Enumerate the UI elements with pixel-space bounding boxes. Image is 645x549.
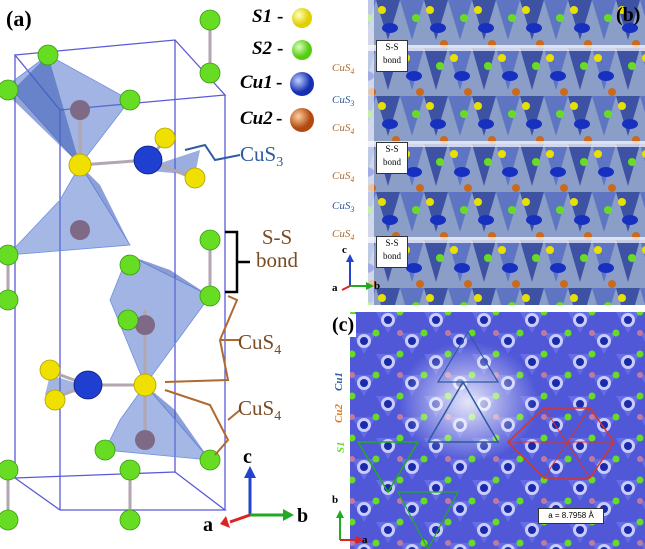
legend-s1-label: S1 <box>252 6 273 27</box>
cus3-sub: 3 <box>276 155 284 171</box>
s1-atom <box>44 389 66 411</box>
cus3-label: CuS3 <box>240 142 283 171</box>
s2-atom <box>119 254 141 276</box>
cu2-atom <box>70 220 90 240</box>
panel-c-label: (c) <box>330 314 357 337</box>
panel-b-side-label: CuS3 <box>332 94 355 109</box>
legend-dash: - <box>276 108 283 129</box>
panel-b-axis-b: b <box>374 280 381 292</box>
panel-b-axes <box>341 254 374 291</box>
panel-c-axis-a: a <box>362 534 368 546</box>
panel-a-structure <box>0 9 294 531</box>
s1-atom <box>68 153 92 177</box>
panel-b-side-label: CuS4 <box>332 170 355 185</box>
legend-dash: - <box>277 6 284 27</box>
cu1-atom <box>73 370 103 400</box>
axes-a <box>220 466 294 528</box>
legend-s2: S2 - <box>240 38 340 66</box>
s2-atom <box>0 459 19 481</box>
cus4-a-sub: 4 <box>274 343 282 359</box>
panel-c-side-label-cu2: Cu2 <box>333 404 345 423</box>
panel-b-side-label: CuS4 <box>332 62 355 77</box>
axis-c-label: c <box>243 446 252 468</box>
legend-dash: - <box>276 72 283 93</box>
cu2-legend-icon <box>290 108 314 132</box>
legend-cu1: Cu1 - <box>240 70 340 100</box>
s2-atom <box>199 9 221 31</box>
ss-bond-label: S-S bond <box>256 226 298 272</box>
s2-atom <box>117 309 139 331</box>
panel-a: (a) S1 - S2 - Cu1 - Cu2 - CuS3 S-S bond <box>0 6 340 536</box>
legend-cu2-label: Cu2 <box>240 108 273 129</box>
cu2-atom <box>135 315 155 335</box>
axis-a-label: a <box>203 514 213 536</box>
ss-bond-line1: S-S <box>261 225 293 249</box>
cus3-text: CuS <box>240 142 277 166</box>
s2-atom <box>0 244 19 266</box>
panel-b-lattice <box>368 0 645 305</box>
s2-atom <box>94 439 116 461</box>
panel-b-label: (b) <box>616 4 641 26</box>
panel-b-axis-a: a <box>332 282 338 294</box>
panel-a-label: (a) <box>6 6 32 31</box>
s2-legend-icon <box>292 40 312 60</box>
s2-atom <box>199 229 221 251</box>
tetrahedra <box>6 54 211 461</box>
s2-atom <box>119 509 141 531</box>
s2-atom <box>0 79 19 101</box>
cus3-bracket <box>184 143 241 162</box>
s1-atoms <box>39 127 206 411</box>
panel-c-axes <box>336 510 364 544</box>
ss-bond-bracket <box>225 230 250 294</box>
s2-atom <box>119 89 141 111</box>
cu2-atoms <box>70 100 155 450</box>
s2-atoms <box>0 9 221 531</box>
cus4-bracket-a <box>164 295 240 383</box>
cu2-atom <box>135 430 155 450</box>
legend-s2-label: S2 <box>252 38 273 59</box>
lattice-constant-label: a = 8.7958 Å <box>538 508 604 524</box>
axis-b-label: b <box>297 505 309 527</box>
s1-atom <box>39 359 61 381</box>
panel-b-structure <box>328 0 645 305</box>
cus4-label-a: CuS4 <box>238 330 281 359</box>
panel-b-side-label: CuS4 <box>332 122 355 137</box>
cus4-label-b: CuS4 <box>238 396 281 425</box>
s1-atom <box>154 127 176 149</box>
s1-legend-icon <box>292 8 312 28</box>
s2-atom <box>0 509 19 531</box>
legend-s1: S1 - <box>240 6 340 34</box>
s1-atom <box>184 167 206 189</box>
panel-b-axis-c: c <box>342 244 347 256</box>
ss-bond-line2: bond <box>256 248 298 272</box>
cus4-b-text: CuS <box>238 396 275 420</box>
panel-b-side-label: CuS3 <box>332 200 355 215</box>
panel-b-side-label: CuS4 <box>332 228 355 243</box>
cus4-b-sub: 4 <box>274 409 282 425</box>
cu1-atom <box>133 145 163 175</box>
cus4-a-text: CuS <box>238 330 275 354</box>
cu1-atoms <box>73 145 163 400</box>
legend-cu2: Cu2 - <box>240 106 340 136</box>
panel-c: (c) Cu1 Cu2 S1 a = 8.7958 Å b a <box>328 312 645 549</box>
panel-c-axis-b: b <box>332 494 339 506</box>
panel-c-side-label-cu1: Cu1 <box>333 372 345 391</box>
legend-cu1-label: Cu1 <box>240 72 273 93</box>
s2-atom <box>0 289 19 311</box>
cu1-legend-icon <box>290 72 314 96</box>
cu2-atom <box>70 100 90 120</box>
s2-atom <box>119 459 141 481</box>
s2-atom <box>199 62 221 84</box>
s1-atom <box>133 373 157 397</box>
panel-c-side-label-s1: S1 <box>335 441 347 453</box>
legend-dash: - <box>277 38 284 59</box>
s2-atom <box>199 285 221 307</box>
s2-atom <box>37 44 59 66</box>
cus4-bracket-b <box>164 389 241 456</box>
